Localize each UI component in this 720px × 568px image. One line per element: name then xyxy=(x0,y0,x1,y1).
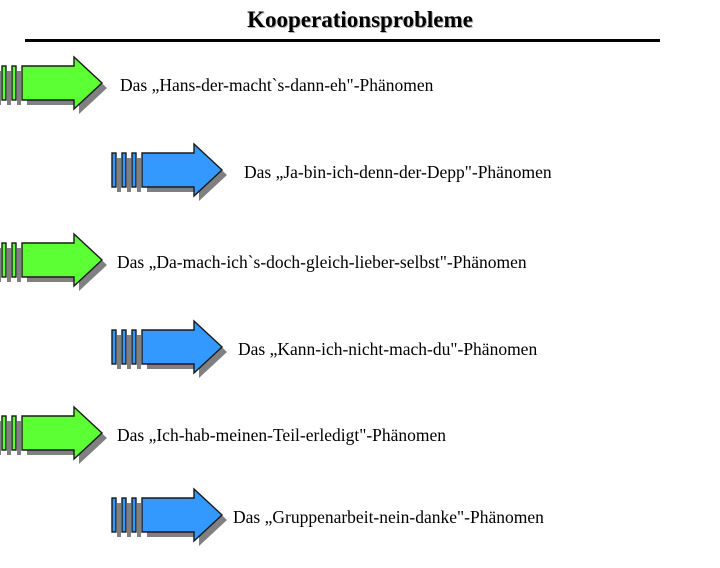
row-label: Das „Ich-hab-meinen-Teil-erledigt"-Phäno… xyxy=(117,425,447,445)
slide-canvas: Kooperationsprobleme Das „Hans-der-macht… xyxy=(0,6,720,546)
content-row: Das „Kann-ich-nicht-mach-du"-Phänomen xyxy=(0,310,720,400)
blue-arrow-icon xyxy=(108,319,238,382)
content-row: Das „Da-mach-ich`s-doch-gleich-lieber-se… xyxy=(0,223,720,313)
title-block: Kooperationsprobleme xyxy=(0,6,720,34)
blue-arrow-icon xyxy=(108,487,238,550)
row-label: Das „Da-mach-ich`s-doch-gleich-lieber-se… xyxy=(117,252,527,272)
green-arrow-icon xyxy=(0,55,118,118)
title-divider-rule xyxy=(25,39,660,42)
green-arrow-icon xyxy=(0,405,118,468)
row-label: Das „Ja-bin-ich-denn-der-Depp"-Phänomen xyxy=(244,162,552,182)
content-row: Das „Ja-bin-ich-denn-der-Depp"-Phänomen xyxy=(0,133,720,223)
row-label: Das „Kann-ich-nicht-mach-du"-Phänomen xyxy=(238,339,538,359)
content-row: Das „Hans-der-macht`s-dann-eh"-Phänomen xyxy=(0,46,720,136)
blue-arrow-icon xyxy=(108,142,238,205)
row-label: Das „Hans-der-macht`s-dann-eh"-Phänomen xyxy=(120,75,434,95)
content-row: Das „Ich-hab-meinen-Teil-erledigt"-Phäno… xyxy=(0,396,720,486)
content-row: Das „Gruppenarbeit-nein-danke"-Phänomen xyxy=(0,478,720,568)
page-title: Kooperationsprobleme xyxy=(247,7,473,32)
row-label: Das „Gruppenarbeit-nein-danke"-Phänomen xyxy=(233,507,544,527)
green-arrow-icon xyxy=(0,232,118,295)
